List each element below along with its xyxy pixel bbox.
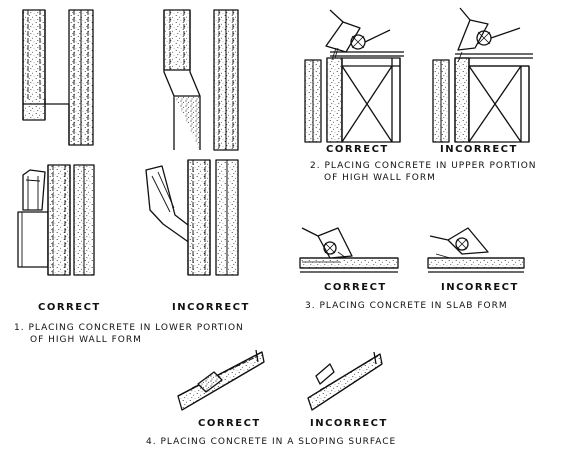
panel4-caption: 4. PLACING CONCRETE IN A SLOPING SURFACE (146, 436, 396, 448)
wall-lower-correct-top (22, 9, 94, 146)
slab-correct (299, 227, 399, 273)
wall-upper-correct (304, 9, 404, 143)
slope-correct (177, 349, 265, 411)
slab-incorrect (427, 227, 525, 273)
panel3-correct-label: CORRECT (324, 282, 387, 293)
panel4-correct-label: CORRECT (198, 418, 261, 429)
panel2-incorrect-label: INCORRECT (440, 144, 518, 155)
panel1-correct-label: CORRECT (38, 302, 101, 313)
panel3-caption: 3. PLACING CONCRETE IN SLAB FORM (305, 300, 508, 312)
panel2-caption-line1: 2. PLACING CONCRETE IN UPPER PORTION (310, 161, 537, 171)
panel4-incorrect-label: INCORRECT (310, 418, 388, 429)
panel1-caption-line1: 1. PLACING CONCRETE IN LOWER PORTION (14, 323, 244, 333)
panel1-caption-line2: OF HIGH WALL FORM (30, 335, 142, 345)
panel2-caption: 2. PLACING CONCRETE IN UPPER PORTION OF … (310, 160, 537, 184)
panel2-correct-label: CORRECT (326, 144, 389, 155)
wall-lower-incorrect-bottom (145, 159, 239, 276)
wall-lower-correct-bottom (17, 164, 95, 276)
wall-lower-incorrect-top (163, 9, 239, 151)
panel3-incorrect-label: INCORRECT (441, 282, 519, 293)
panel1-caption: 1. PLACING CONCRETE IN LOWER PORTION OF … (14, 322, 244, 346)
panel2-caption-line2: OF HIGH WALL FORM (324, 173, 436, 183)
panel4-caption-line1: 4. PLACING CONCRETE IN A SLOPING SURFACE (146, 437, 397, 447)
slope-incorrect (307, 351, 383, 411)
wall-upper-incorrect (432, 7, 533, 143)
panel1-incorrect-label: INCORRECT (172, 302, 250, 313)
panel3-caption-line1: 3. PLACING CONCRETE IN SLAB FORM (305, 301, 508, 311)
